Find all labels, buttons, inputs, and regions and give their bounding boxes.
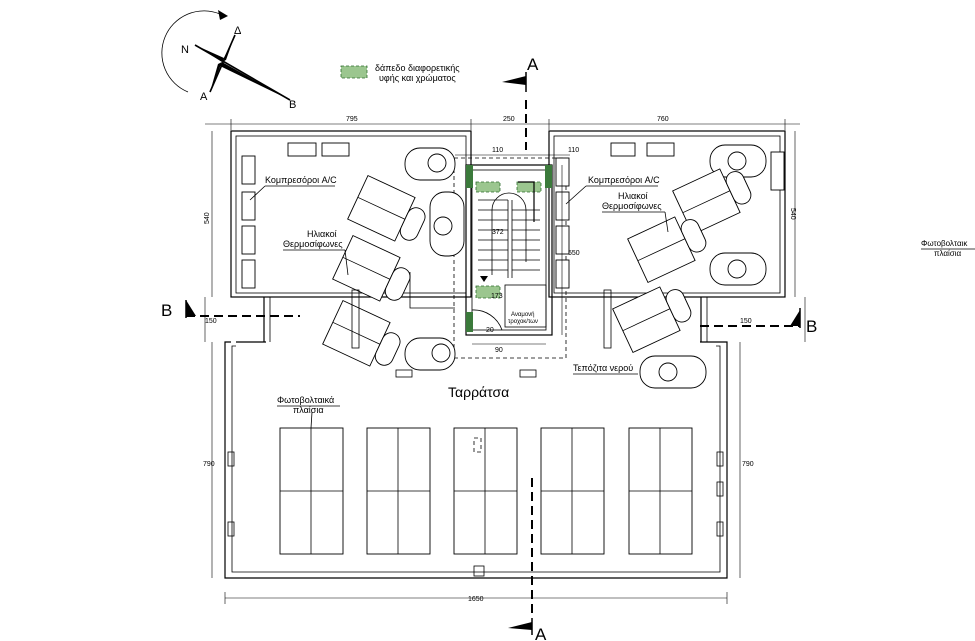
solar-left-label-2: Θερμοσίφωνες	[283, 239, 343, 249]
dim-right-790: 790	[742, 461, 754, 468]
section-mark-b-right: B	[700, 308, 817, 336]
dim-left-height: 540	[204, 212, 211, 224]
legend: δάπεδο διαφορετικής υφής και χρώματος	[340, 63, 460, 83]
pv-array-1	[279, 427, 344, 555]
solar-left-label-1: Ηλιακοί	[307, 229, 337, 239]
section-a-bottom-label: A	[535, 625, 547, 641]
dim-stair-173: 173	[491, 293, 503, 300]
section-b-right-label: B	[806, 317, 817, 336]
stair-steps	[478, 192, 540, 278]
dim-stair-372: 372	[492, 229, 504, 236]
dim-total-width: 1650	[468, 596, 484, 603]
water-tank-label: Τεπόζιτα νερού	[573, 363, 633, 373]
dim-stair-90: 90	[495, 347, 503, 354]
compressors-left-label: Κομπρεσόροι A/C	[265, 175, 337, 185]
green-floor-patch-1	[475, 181, 501, 193]
dim-right-height: 540	[789, 208, 796, 220]
solar-right-label-2: Θερμοσίφωνες	[602, 201, 662, 211]
section-b-left-label: B	[161, 301, 172, 320]
solar-right-label-1: Ηλιακοί	[618, 191, 648, 201]
terrace-label: Ταρράτσα	[448, 384, 509, 400]
dim-left-790: 790	[203, 461, 215, 468]
pv-array-3	[453, 427, 518, 555]
dim-inner-right: 110	[568, 147, 579, 154]
pv-panels	[279, 411, 693, 555]
dim-right-150: 150	[740, 318, 752, 325]
compass-a-label: A	[200, 91, 208, 103]
compressors-right-label: Κομπρεσόροι A/C	[588, 175, 660, 185]
pv-array-2	[366, 427, 431, 555]
section-mark-a-top: A	[502, 55, 539, 150]
compass-b-label: B	[289, 99, 296, 111]
legend-label-2: υφής και χρώματος	[379, 73, 456, 83]
compass-n-label: N	[181, 44, 189, 56]
pv-label-1: Φωτοβολταικά	[277, 395, 334, 405]
pv-array-4	[540, 427, 605, 555]
dim-stair-550: 550	[568, 250, 580, 257]
section-mark-a-bottom: A	[508, 478, 547, 641]
dim-stair-20: 20	[486, 327, 494, 334]
green-floor-patch-3	[475, 285, 501, 299]
right-room-equipment	[555, 142, 785, 389]
dim-inner-left: 110	[492, 147, 503, 154]
dim-left-width: 795	[346, 116, 358, 123]
pv-edge-label-2: πλαίσια	[934, 249, 962, 258]
dim-right-width: 760	[657, 116, 669, 123]
dim-left-150: 150	[205, 318, 217, 325]
compass-d-label: Δ	[234, 25, 242, 37]
section-mark-b-left: B	[161, 300, 300, 320]
pv-edge-label-1: Φωτοβολταικ	[921, 239, 968, 248]
elevator-waiting-area	[504, 284, 547, 328]
pv-array-5	[628, 427, 693, 555]
elevator-label-1: Αναμονή	[511, 311, 535, 318]
plan-labels: Κομπρεσόροι A/C Κομπρεσόροι A/C Ηλιακοί …	[249, 175, 975, 415]
pv-label-2: πλαίσια	[293, 405, 324, 415]
legend-label-1: δάπεδο διαφορετικής	[375, 63, 460, 73]
stair-core: Αναμονή τροχοκ/των	[453, 157, 567, 359]
dimension-lines: 795 250 760 110 110 540 540 550 372 173 …	[203, 116, 806, 604]
green-floor-patch-2	[516, 181, 542, 193]
compass-rose: N Δ A B	[161, 10, 296, 111]
legend-swatch	[340, 65, 368, 79]
elevator-label-2: τροχοκ/των	[508, 319, 538, 325]
dim-stair-width: 250	[503, 116, 515, 123]
left-room-equipment	[241, 142, 465, 371]
section-a-top-label: A	[527, 55, 539, 74]
building-walls	[224, 130, 786, 579]
